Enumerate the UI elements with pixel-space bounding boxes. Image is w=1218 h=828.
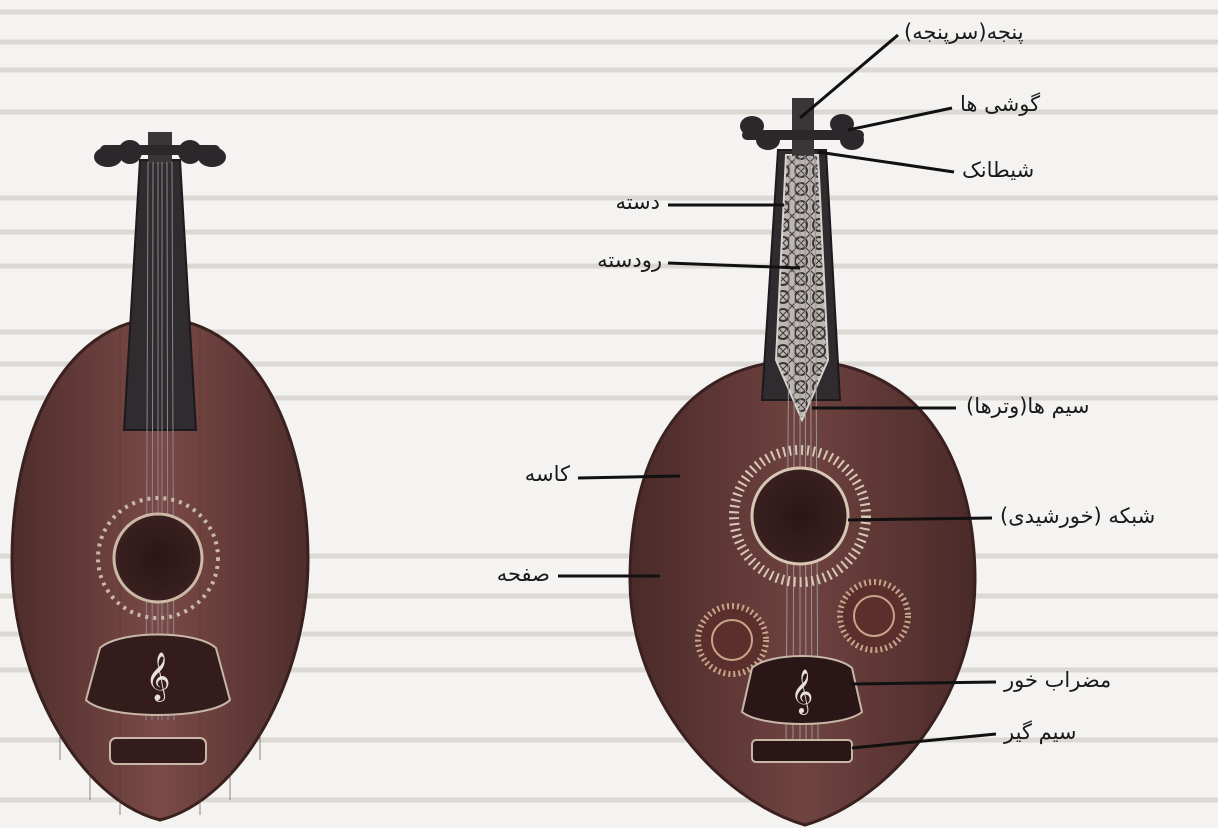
label-pickguard: مضراب خور — [1004, 668, 1111, 692]
label-nut: شیطانک — [962, 158, 1034, 182]
right-oud-head — [792, 98, 814, 156]
right-oud-soundhole — [752, 468, 848, 564]
leader-pickguard — [852, 682, 996, 684]
leader-nut — [818, 152, 954, 172]
label-soundboard: صفحه — [476, 562, 550, 586]
label-rosette: شبکه (خورشیدی) — [1000, 504, 1155, 528]
left-oud-clef-icon: 𝄞 — [146, 651, 171, 702]
label-neck: دسته — [598, 190, 660, 214]
right-oud-small-rosette-left — [698, 606, 766, 674]
right-oud-small-rosette-right — [840, 582, 908, 650]
label-bowl: کاسه — [498, 462, 570, 486]
right-oud-clef-icon: 𝄞 — [791, 669, 813, 715]
leader-head — [800, 35, 898, 118]
label-fingerboard: رودسته — [562, 248, 662, 272]
label-bridge: سیم گیر — [1004, 720, 1077, 744]
right-oud-bridge — [752, 740, 852, 762]
label-head: پنجه(سرپنجه) — [904, 20, 1024, 44]
right-oud-fingerboard — [776, 155, 828, 420]
label-pegs: گوشی ها — [960, 92, 1040, 116]
right-oud: 𝄞 — [630, 98, 975, 825]
label-strings: سیم ها(وترها) — [966, 394, 1090, 418]
left-oud-soundhole — [114, 514, 202, 602]
leader-rosette — [848, 518, 992, 520]
leader-bowl — [578, 476, 680, 478]
left-oud-bridge — [110, 738, 206, 764]
left-oud: 𝄞 — [12, 132, 308, 820]
